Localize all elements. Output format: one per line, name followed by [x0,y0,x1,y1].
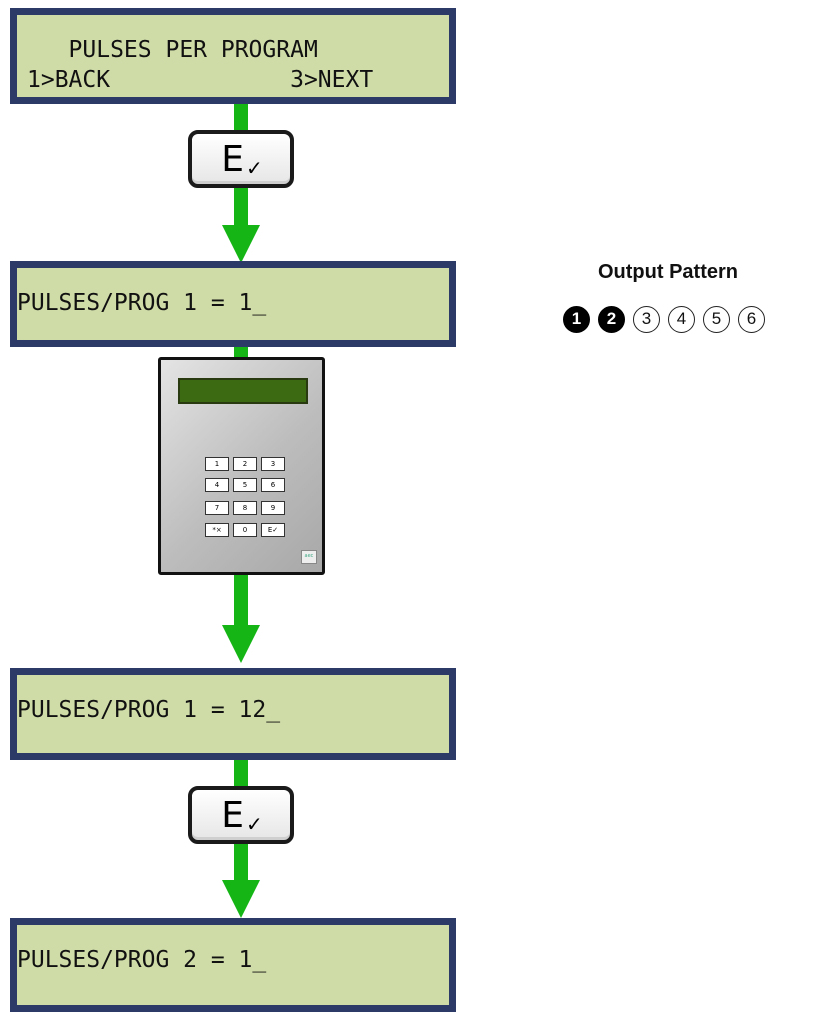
keypad-key-1[interactable]: 1 [205,457,229,471]
keypad-display [178,378,308,404]
lcd-line-2: 1>BACK 3>NEXT [27,67,374,93]
keypad-key-8[interactable]: 8 [233,501,257,515]
enter-key[interactable]: E✓ [188,130,294,188]
keypad-key-5[interactable]: 5 [233,478,257,492]
enter-key-letter: E [221,139,244,180]
output-4-indicator: 4 [668,306,695,333]
flow-line [234,573,248,628]
output-6-indicator: 6 [738,306,765,333]
keypad-key-4[interactable]: 4 [205,478,229,492]
flow-line [234,188,248,228]
enter-key-letter: E [221,795,244,836]
keypad-key-star[interactable]: *× [205,523,229,537]
keypad-device: 1 2 3 4 5 6 7 8 9 *× 0 E✓ aec [158,357,325,575]
brand-logo-icon: aec [301,550,317,564]
lcd-line-1: PULSES/PROG 1 = 1_ [17,290,267,316]
keypad-key-6[interactable]: 6 [261,478,285,492]
flow-line [234,104,248,130]
output-5-indicator: 5 [703,306,730,333]
output-1-indicator: 1 [563,306,590,333]
lcd-screen-entry-2: PULSES/PROG 1 = 12_ [10,668,456,760]
flow-arrowhead [222,880,260,918]
flow-line [234,760,248,786]
keypad-key-0[interactable]: 0 [233,523,257,537]
flow-line [234,842,248,882]
keypad-key-enter[interactable]: E✓ [261,523,285,537]
keypad-key-7[interactable]: 7 [205,501,229,515]
flow-line [234,345,248,359]
lcd-line-1: PULSES/PROG 2 = 1_ [17,947,267,973]
check-icon: ✓ [245,156,263,180]
lcd-screen-entry-3: PULSES/PROG 2 = 1_ [10,918,456,1012]
output-pattern-title: Output Pattern [598,261,738,283]
flow-arrowhead [222,225,260,263]
lcd-line-1: PULSES/PROG 1 = 12_ [17,697,281,723]
lcd-screen-menu: PULSES PER PROGRAM 1>BACK 3>NEXT [10,8,456,104]
keypad-key-2[interactable]: 2 [233,457,257,471]
keypad-key-3[interactable]: 3 [261,457,285,471]
check-icon: ✓ [245,812,263,836]
flow-arrowhead [222,625,260,663]
lcd-line-1: PULSES PER PROGRAM [27,37,318,63]
output-3-indicator: 3 [633,306,660,333]
keypad-key-9[interactable]: 9 [261,501,285,515]
lcd-screen-entry-1: PULSES/PROG 1 = 1_ [10,261,456,347]
enter-key[interactable]: E✓ [188,786,294,844]
output-2-indicator: 2 [598,306,625,333]
